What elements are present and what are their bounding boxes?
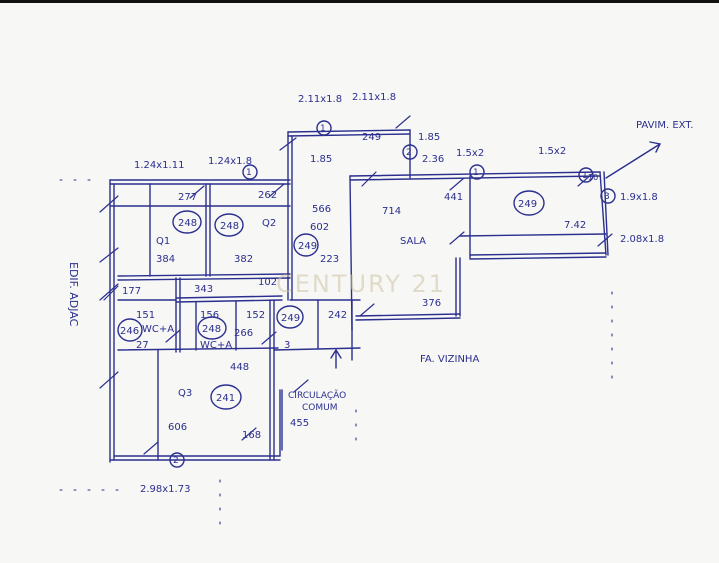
label-q2: Q2 — [262, 218, 276, 229]
dim-236: 2.36 — [422, 154, 444, 165]
window-marker-6: 3 — [604, 192, 610, 202]
boundary-dashes — [59, 179, 613, 531]
dim-185a: 1.85 — [418, 132, 440, 143]
dim-223: 223 — [320, 254, 339, 265]
dimension-ticks — [99, 115, 613, 455]
dim-window-bottom: 2.98x1.73 — [140, 484, 190, 495]
height-corridor: 249 — [298, 241, 317, 252]
dim-455: 455 — [290, 418, 309, 429]
window-marker-5: 1 — [582, 171, 588, 181]
label-wc-a: WC+A — [142, 324, 174, 335]
dim-566: 566 — [312, 204, 331, 215]
dim-window-sala-b: 1.5x2 — [538, 146, 566, 157]
label-edif-adjac: EDIF. ADJAC — [67, 262, 80, 327]
dim-262: 262 — [258, 190, 277, 201]
dim-376: 376 — [422, 298, 441, 309]
dim-382: 382 — [234, 254, 253, 265]
label-comum: COMUM — [302, 403, 338, 413]
dim-177: 177 — [122, 286, 141, 297]
label-pavement-ext: PAVIM. EXT. — [636, 120, 693, 131]
window-marker-1: 1 — [320, 124, 326, 134]
dim-185b: 1.85 — [310, 154, 332, 165]
dim-10: 10 — [588, 173, 598, 182]
height-wc-right: 248 — [202, 324, 221, 335]
height-q2: 248 — [220, 221, 239, 232]
dim-152: 152 — [246, 310, 265, 321]
dim-27: 27 — [136, 340, 149, 351]
dim-window-top-b: 2.11x1.8 — [352, 92, 396, 103]
label-circulacao: CIRCULAÇÃO — [288, 390, 346, 401]
label-fa-vizinha: FA. VIZINHA — [420, 354, 479, 365]
watermark: CENTURY 21 — [276, 270, 446, 298]
dim-window-q2: 1.24x1.8 — [208, 156, 252, 167]
window-marker-4: 1 — [473, 168, 479, 178]
label-q3: Q3 — [178, 388, 192, 399]
dim-156: 156 — [200, 310, 219, 321]
window-marker-7: 2 — [173, 456, 179, 466]
dim-343: 343 — [194, 284, 213, 295]
dim-742: 7.42 — [564, 220, 586, 231]
label-wc-b: WC+A — [200, 340, 232, 351]
dim-151: 151 — [136, 310, 155, 321]
top-border — [0, 0, 719, 3]
label-sala: SALA — [400, 236, 426, 247]
height-sala: 249 — [518, 199, 537, 210]
height-q1: 248 — [178, 218, 197, 229]
label-q1: Q1 — [156, 236, 170, 247]
dim-window-right-a: 1.9x1.8 — [620, 192, 658, 203]
dim-714: 714 — [382, 206, 401, 217]
height-wc-left: 246 — [120, 326, 139, 337]
dim-window-q1: 1.24x1.11 — [134, 160, 184, 171]
dim-3: 3 — [284, 340, 290, 351]
dim-window-right-b: 2.08x1.8 — [620, 234, 664, 245]
dim-102: 102 — [258, 277, 277, 288]
dim-441: 441 — [444, 192, 463, 203]
interior-walls — [109, 183, 607, 461]
height-hall: 249 — [281, 313, 300, 324]
window-marker-2: 2 — [406, 148, 412, 158]
dim-602: 602 — [310, 222, 329, 233]
pavement-arrow — [605, 141, 662, 179]
dim-277: 277 — [178, 192, 197, 203]
height-circles — [117, 190, 545, 410]
dim-448: 448 — [230, 362, 249, 373]
dim-249: 249 — [362, 132, 381, 143]
dim-242: 242 — [328, 310, 347, 321]
height-q3: 241 — [216, 393, 235, 404]
dim-606: 606 — [168, 422, 187, 433]
window-marker-3: 1 — [246, 168, 252, 178]
dim-266: 266 — [234, 328, 253, 339]
dim-window-sala-a: 1.5x2 — [456, 148, 484, 159]
dim-168: 168 — [242, 430, 261, 441]
dim-384: 384 — [156, 254, 175, 265]
stair-arrow — [330, 348, 342, 369]
window-marker-circles — [169, 120, 616, 468]
dim-window-top-a: 2.11x1.8 — [298, 94, 342, 105]
